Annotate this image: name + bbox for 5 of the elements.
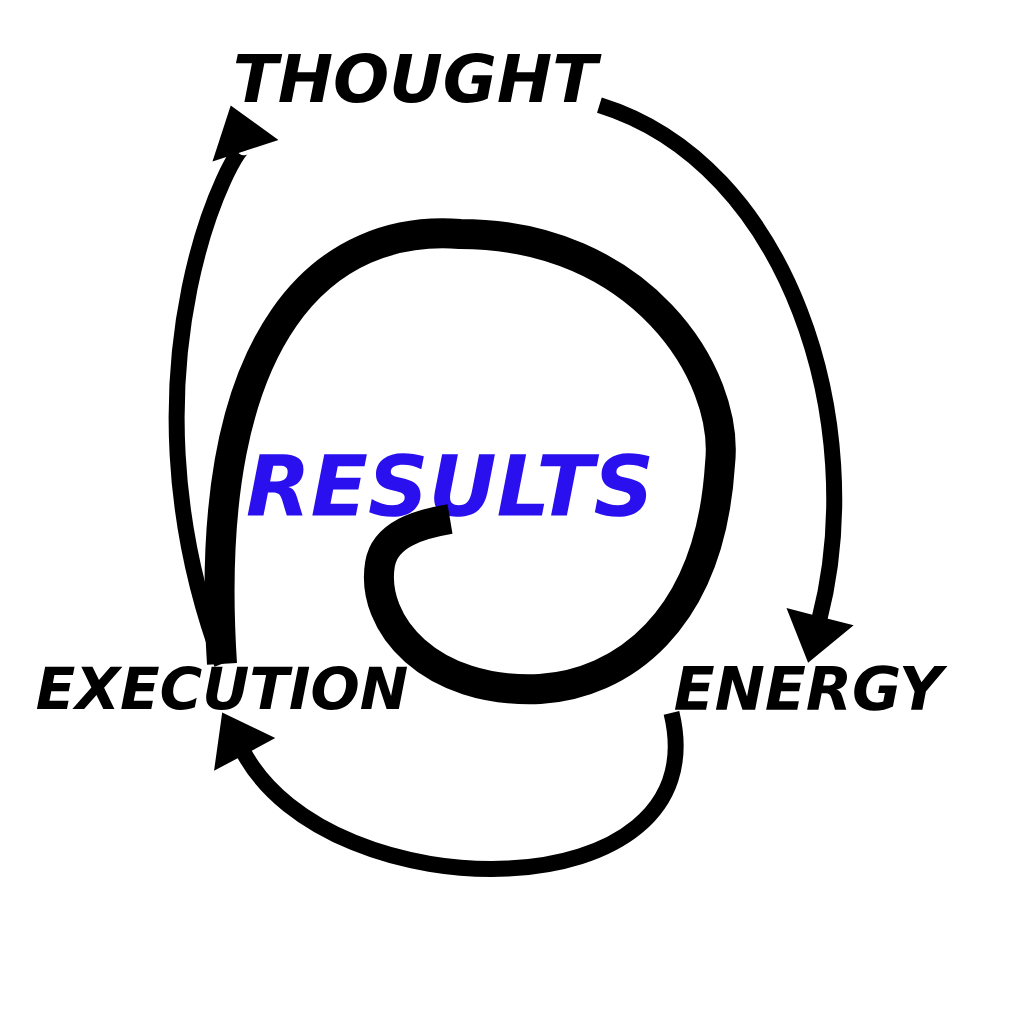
cycle-label: EXECUTION	[36, 666, 408, 710]
cycle-label: ENERGY	[674, 665, 948, 711]
center-label: RESULTS	[247, 453, 650, 517]
curved-arrow	[214, 712, 683, 877]
cycle-label: THOUGHT	[235, 53, 602, 103]
